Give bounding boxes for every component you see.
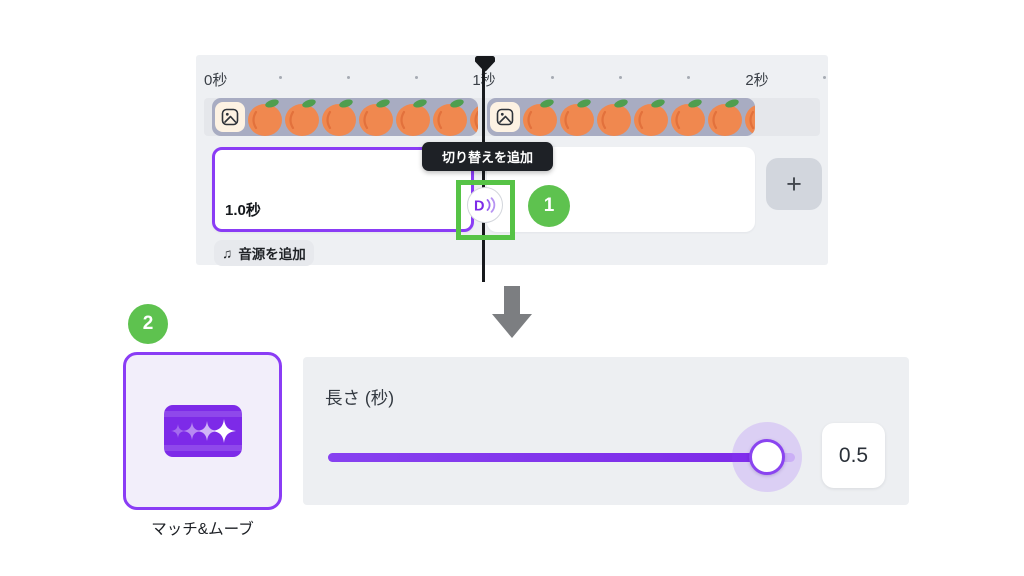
add-clip-button[interactable]: + [766,158,822,210]
ruler-label-2s: 2秒 [745,72,769,89]
duration-slider-thumb[interactable] [748,439,785,475]
highlight-box [456,180,515,240]
duration-slider-fill [328,453,767,462]
step-badge-2: 2 [128,304,168,344]
ruler-tick [619,76,622,79]
playhead-marker[interactable] [475,56,495,77]
transition-card-match-move[interactable] [123,352,282,510]
ruler-tick [551,76,554,79]
match-move-icon [163,405,242,457]
music-note-icon: ♫ [222,245,233,261]
ruler-tick [347,76,350,79]
clip-thumbnails [522,98,755,136]
ruler-tick [279,76,282,79]
duration-value-box[interactable]: 0.5 [822,423,885,488]
duration-value: 0.5 [838,443,869,467]
image-icon [215,102,245,132]
filmstrip-clip-2[interactable] [487,98,755,136]
duration-panel: 長さ (秒) 0.5 [303,357,909,505]
tooltip: 切り替えを追加 [422,142,553,171]
step-badge-1: 1 [528,185,570,227]
ruler-tick [415,76,418,79]
plus-icon: + [786,168,802,199]
add-audio-label: 音源を追加 [238,247,306,262]
clip-thumbnails [247,98,478,136]
transition-d-waves-icon: D [474,197,496,215]
image-icon [490,102,520,132]
clip-duration-label: 1.0秒 [225,202,261,219]
transition-card-label: マッチ&ムーブ [151,521,254,538]
ruler-tick [823,76,826,79]
down-arrow-icon [490,286,534,343]
duration-label: 長さ (秒) [325,388,395,408]
tooltip-text: 切り替えを追加 [441,150,533,165]
ruler-label-0s: 0秒 [204,72,228,89]
add-audio-button[interactable]: ♫ 音源を追加 [214,240,314,266]
timeline-panel: 0秒 1秒 2秒 1.0秒 + D [196,55,828,282]
filmstrip-clip-1[interactable] [212,98,478,136]
ruler-tick [687,76,690,79]
duration-slider-track[interactable] [328,453,795,462]
playhead-line[interactable] [482,69,485,282]
svg-text:D: D [474,199,484,215]
add-transition-button[interactable]: D [467,187,503,223]
